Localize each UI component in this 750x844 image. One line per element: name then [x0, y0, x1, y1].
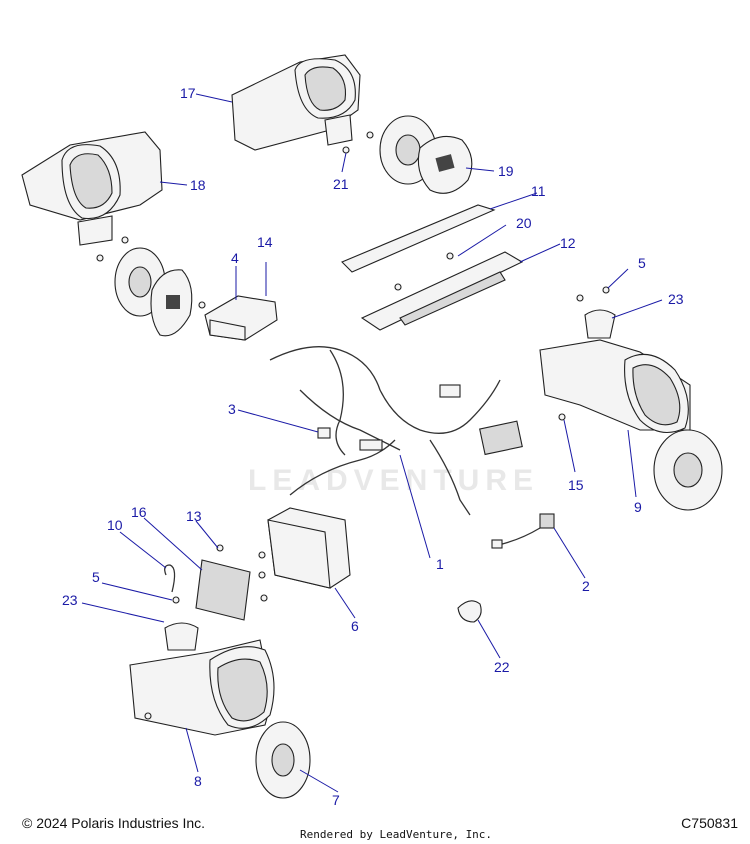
clip-3: [317, 427, 331, 439]
callout-4: 4: [231, 250, 239, 266]
mount-panel-12: [360, 251, 524, 331]
copyright-text: © 2024 Polaris Industries Inc.: [22, 815, 206, 831]
callout-23-left: 23: [62, 592, 78, 608]
speaker-pod-8: [129, 622, 311, 799]
rendered-by-text: Rendered by LeadVenture, Inc.: [300, 828, 493, 841]
callout-16: 16: [131, 504, 147, 520]
leader-lines: [81, 93, 663, 793]
callout-15: 15: [568, 477, 584, 493]
callout-5-left: 5: [92, 569, 100, 585]
callout-23-right: 23: [668, 291, 684, 307]
callout-22: 22: [494, 659, 510, 675]
connector-2: [491, 513, 555, 549]
wiring-harness-1: [269, 346, 523, 516]
callout-19: 19: [498, 163, 514, 179]
callout-20: 20: [516, 215, 532, 231]
callout-9: 9: [634, 499, 642, 515]
callout-12: 12: [560, 235, 576, 251]
callout-5-right: 5: [638, 255, 646, 271]
callout-17: 17: [180, 85, 196, 101]
fasteners: [96, 131, 610, 720]
amp-module-4: [204, 262, 278, 341]
grommet-22: [457, 600, 482, 623]
callout-6: 6: [351, 618, 359, 634]
speaker-pod-18: [21, 131, 163, 246]
control-module-6: [267, 507, 351, 589]
callout-18: 18: [190, 177, 206, 193]
cover-panel-11: [341, 204, 496, 273]
callout-10: 10: [107, 517, 123, 533]
callout-1: 1: [436, 556, 444, 572]
pad-16: [195, 559, 251, 621]
strap-10: [164, 564, 176, 593]
speaker-19: [379, 115, 473, 194]
watermark-text: LEADVENTURE: [248, 464, 539, 497]
callout-21: 21: [333, 176, 349, 192]
speaker-pod-9: [539, 309, 723, 511]
callout-11: 11: [531, 183, 546, 199]
diagram-code: C750831: [681, 815, 738, 831]
callout-3: 3: [228, 401, 236, 417]
speaker-pod-17: [231, 54, 361, 151]
callout-14: 14: [257, 234, 273, 250]
callout-2: 2: [582, 578, 590, 594]
speaker-left-upper: [114, 247, 193, 337]
callout-7: 7: [332, 792, 340, 808]
callout-8: 8: [194, 773, 202, 789]
callout-13: 13: [186, 508, 202, 524]
